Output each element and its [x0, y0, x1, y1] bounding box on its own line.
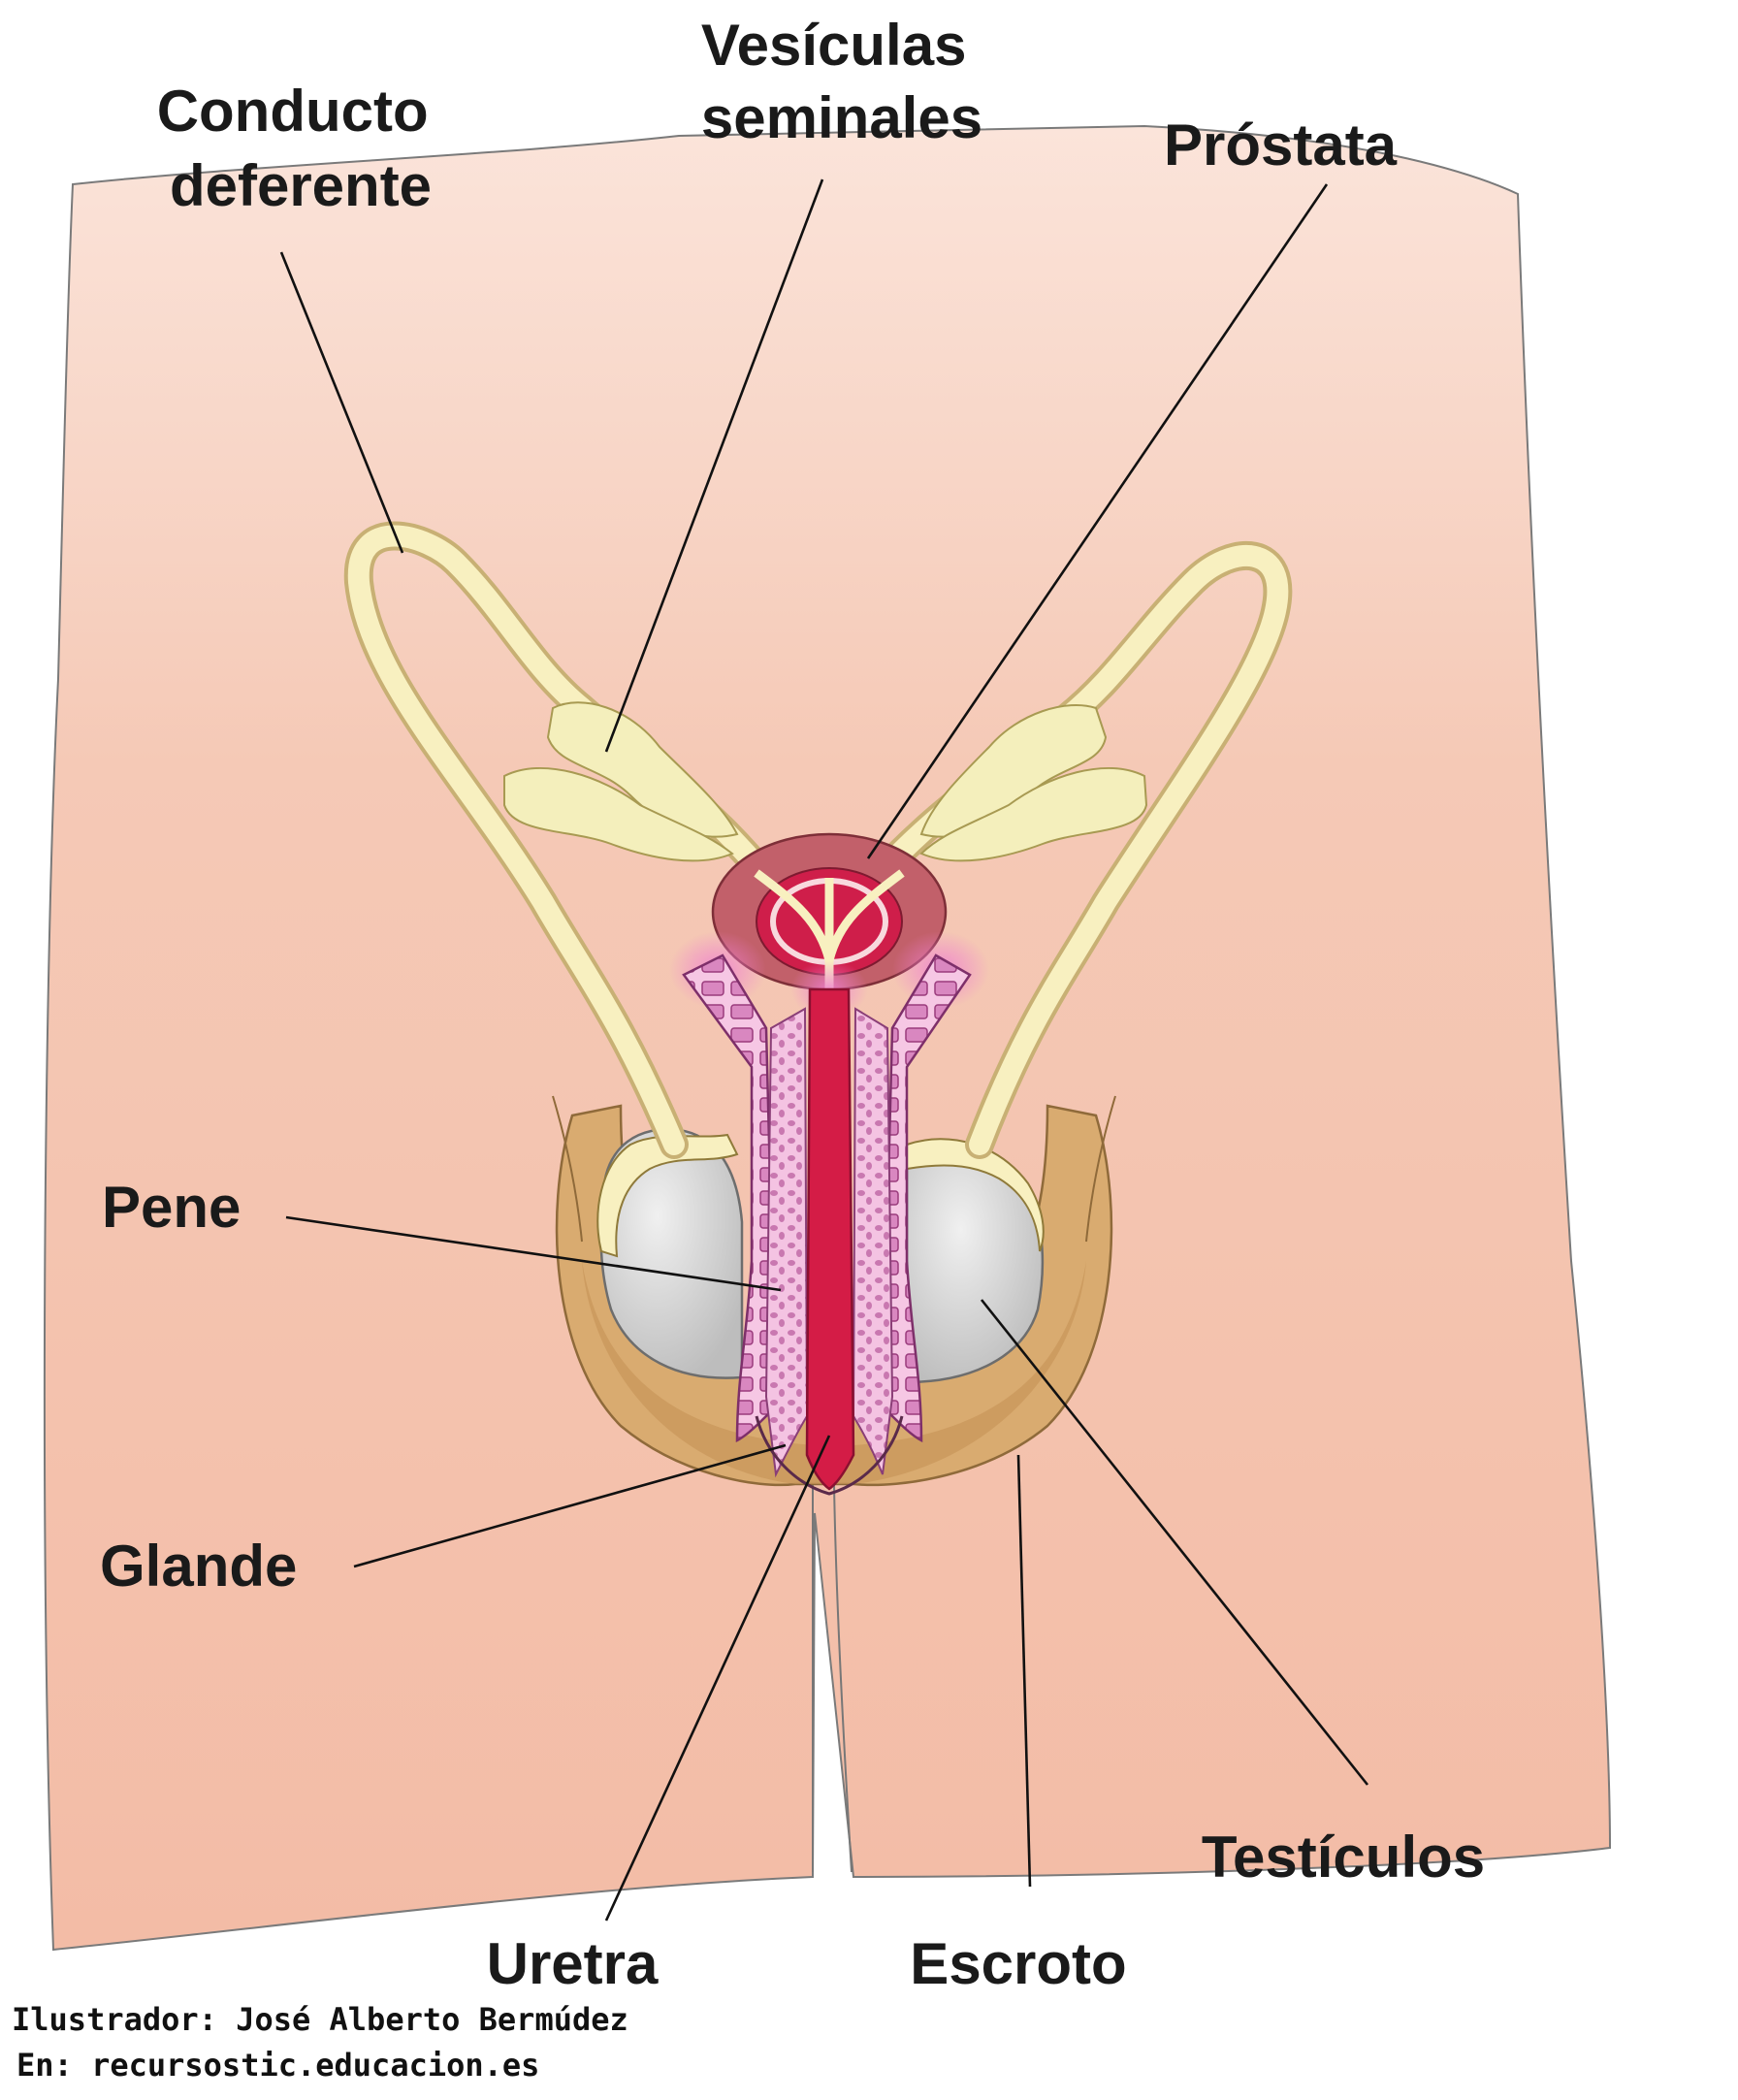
leader-scrotum — [1016, 1454, 1032, 1888]
seminal-vesicle-left — [503, 701, 739, 862]
spongy-tissue-right — [852, 1007, 894, 1475]
scrotum-base — [582, 1261, 1086, 1484]
leader-testicles — [980, 1299, 1369, 1786]
label-seminal-vesicles-line2: seminales — [701, 85, 982, 150]
label-scrotum: Escroto — [910, 1931, 1126, 1996]
label-seminal-vesicles: Vesículas seminales — [701, 13, 982, 150]
leader-vas-deferens — [279, 251, 404, 554]
label-testicles: Testículos — [1202, 1825, 1485, 1890]
label-vas-deferens-line2: deferente — [170, 153, 432, 218]
scrotum-fold-left — [552, 1095, 583, 1243]
label-penis: Pene — [102, 1175, 241, 1240]
label-urethra: Uretra — [487, 1931, 659, 1996]
label-seminal-vesicles-line1: Vesículas — [701, 13, 967, 78]
epididymis-left — [596, 1133, 739, 1258]
leader-seminal-vesicles — [604, 178, 824, 753]
leader-glans — [353, 1443, 787, 1568]
leader-penis — [285, 1215, 782, 1292]
label-vas-deferens-line1: Conducto — [157, 79, 429, 144]
credit-source: En: recursostic.educacion.es — [16, 2047, 539, 2084]
label-prostate: Próstata — [1164, 113, 1398, 178]
leader-urethra — [604, 1435, 831, 1922]
inner-thigh-right — [833, 1483, 853, 1873]
urethra-channel — [805, 987, 855, 1491]
seminal-vesicle-right — [919, 704, 1148, 862]
leader-lines — [279, 178, 1369, 1922]
label-vas-deferens: Conducto deferente — [157, 79, 445, 218]
credit-illustrator: Ilustrador: José Alberto Bermúdez — [12, 2001, 628, 2038]
label-glans: Glande — [100, 1534, 297, 1599]
spongy-tissue-left — [764, 1007, 809, 1478]
scrotum-fold-right — [1085, 1095, 1116, 1243]
leader-prostate — [866, 183, 1329, 859]
